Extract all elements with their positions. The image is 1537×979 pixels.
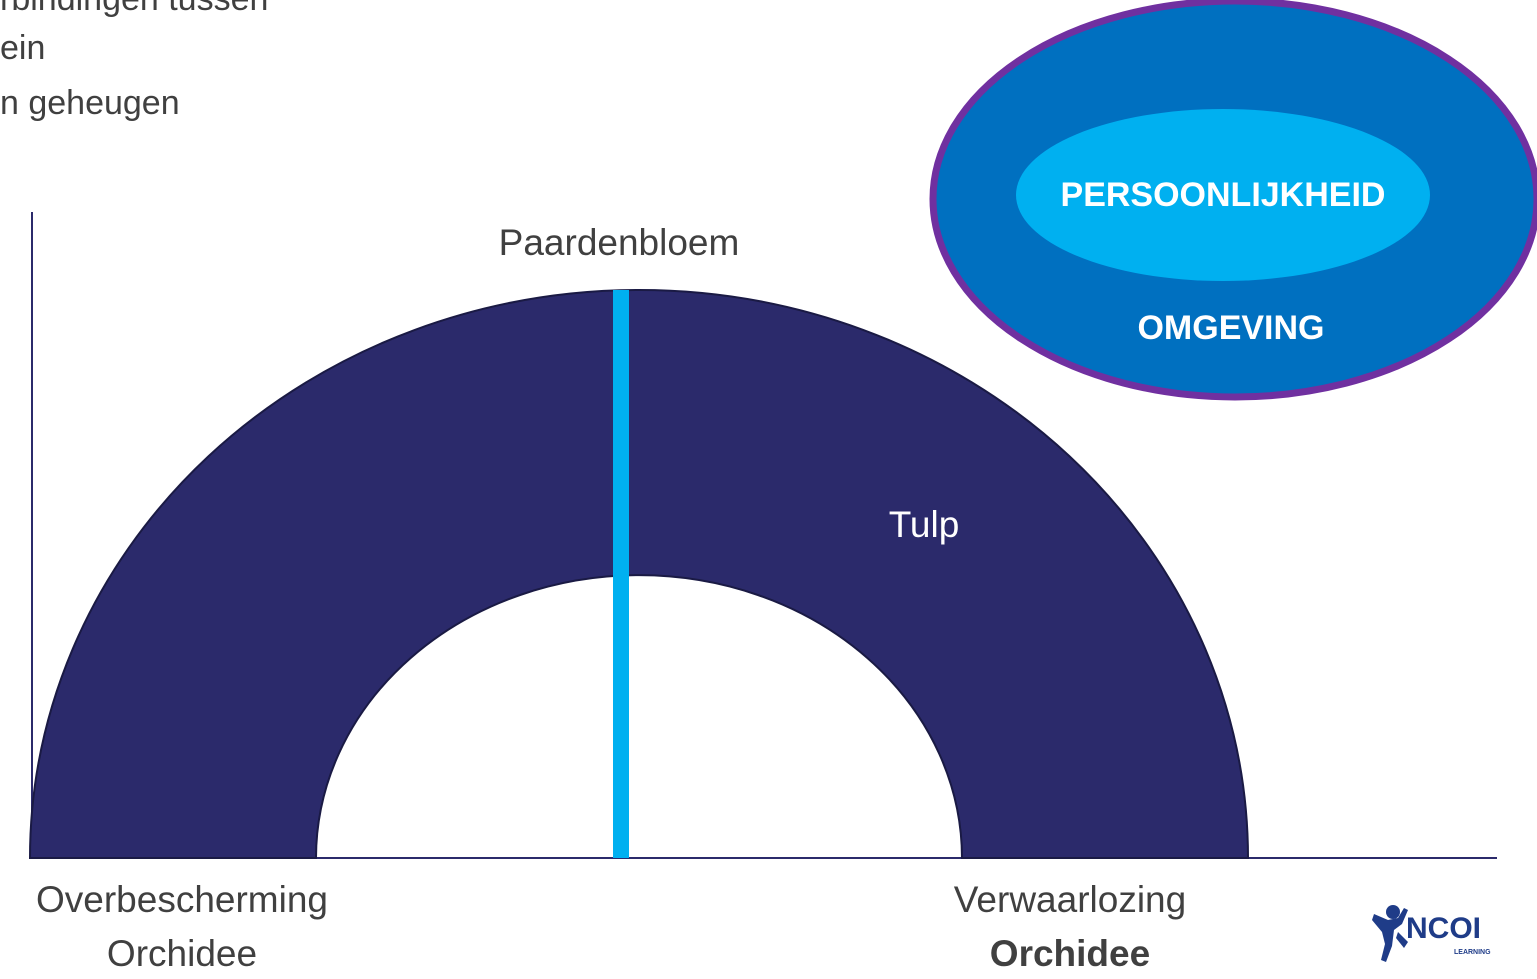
persoonlijkheid-label: PERSOONLIJKHEID	[1060, 176, 1386, 214]
persoonlijkheid-ellipse	[1016, 109, 1430, 281]
bullet-line-3: n geheugen	[0, 84, 180, 122]
tulp-label: Tulp	[888, 504, 960, 545]
ncoi-logo: NCOI LEARNING	[1368, 896, 1494, 974]
center-divider	[613, 290, 629, 858]
figure-icon	[1372, 905, 1408, 962]
arch-shape	[28, 289, 1250, 859]
bullet-line-2: ein	[0, 29, 46, 67]
overbescherming-label: Overbescherming	[35, 879, 329, 920]
bullet-line-1: rbindingen tussen	[0, 0, 268, 19]
left-orchidee-label: Orchidee	[106, 933, 258, 974]
verwaarlozing-label: Verwaarlozing	[953, 879, 1187, 920]
omgeving-label: OMGEVING	[1137, 309, 1325, 347]
paardenbloem-label: Paardenbloem	[498, 222, 740, 263]
logo-subtext: LEARNING	[1454, 949, 1491, 956]
right-orchidee-label: Orchidee	[989, 933, 1151, 974]
logo-text: NCOI	[1406, 912, 1481, 945]
